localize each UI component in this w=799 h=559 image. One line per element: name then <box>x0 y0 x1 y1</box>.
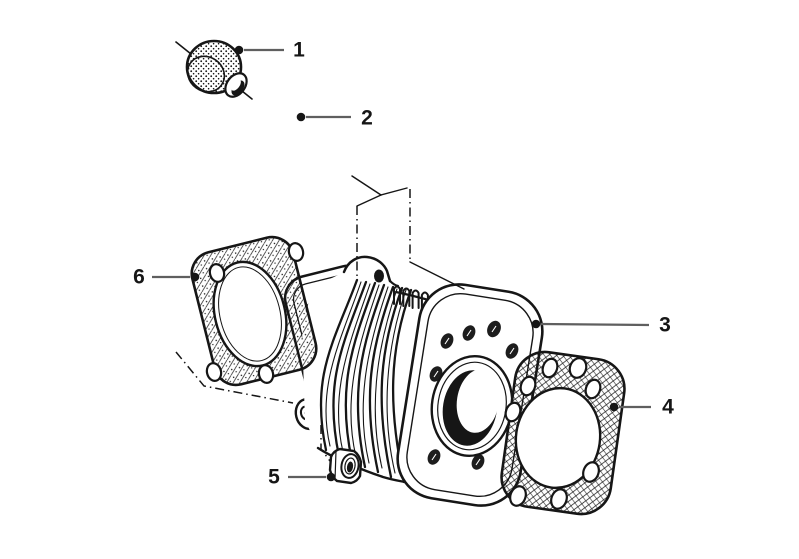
part-label-1[interactable]: 1 <box>293 39 305 62</box>
plane-edge-bottom <box>409 261 465 290</box>
part-label-4[interactable]: 4 <box>662 396 674 419</box>
part-1-cap <box>175 39 253 100</box>
base-gasket-hole <box>287 242 305 262</box>
callout-2[interactable]: 2 <box>296 107 373 130</box>
stud-alignment-line <box>320 425 331 462</box>
head-gasket-hole <box>519 375 537 397</box>
callout-6[interactable]: 6 <box>133 266 200 289</box>
head-stud-holes <box>427 320 519 470</box>
part-label-2[interactable]: 2 <box>361 107 373 130</box>
cylinder-head-face <box>396 283 544 507</box>
top-ear-outline <box>342 255 392 283</box>
axis-line-to-plane <box>351 175 382 196</box>
head-gasket-hole <box>582 461 600 483</box>
head-gasket-hole <box>568 357 588 379</box>
part-6-base-gasket <box>190 235 318 387</box>
base-gasket-hole <box>257 364 275 384</box>
base-gasket-hole <box>208 263 226 283</box>
head-gasket-hole <box>541 357 559 379</box>
part-5-hex-nut <box>328 447 363 485</box>
nut-chamfer-ring <box>344 457 356 475</box>
part-label-6[interactable]: 6 <box>133 266 145 289</box>
callout-5[interactable]: 5 <box>268 466 336 489</box>
plane-edge-left <box>356 194 382 207</box>
axis-line-segment <box>175 41 192 55</box>
alignment-lines <box>175 175 465 462</box>
cap-neck-highlight <box>231 79 241 91</box>
part-4-head-gasket <box>500 350 626 516</box>
leader-dot-1 <box>234 45 244 55</box>
callout-4[interactable]: 4 <box>609 396 674 419</box>
cap-flange-ring <box>186 55 226 93</box>
axis-line-segment <box>241 90 253 100</box>
leader-dot-6 <box>190 272 200 282</box>
leader-dot-5 <box>326 472 336 482</box>
callout-1[interactable]: 1 <box>234 39 305 62</box>
head-gasket-hole <box>550 488 568 510</box>
base-gasket-hole <box>205 362 223 382</box>
nut-thread-hole <box>346 461 354 473</box>
head-gasket-hole <box>584 378 602 400</box>
head-gasket-hole <box>504 401 522 423</box>
head-gasket-hole <box>509 485 527 507</box>
cylinder-bore <box>430 355 514 457</box>
plane-edge-right <box>380 187 408 196</box>
gasket-alignment-line <box>175 351 294 404</box>
base-gasket-bore-ring <box>218 266 282 362</box>
leader-dot-2 <box>296 112 306 122</box>
leader-dot-3 <box>531 319 541 329</box>
part-label-3[interactable]: 3 <box>659 314 671 337</box>
callout-3[interactable]: 3 <box>531 314 671 337</box>
cooling-fins <box>319 278 413 484</box>
head-gasket-bore <box>514 386 602 490</box>
callouts: 1 2 3 4 5 6 <box>133 39 674 489</box>
leader-line-3 <box>540 322 650 327</box>
leader-dot-4 <box>609 402 619 412</box>
part-label-5[interactable]: 5 <box>268 466 280 489</box>
part-3-cylinder <box>283 255 544 507</box>
top-ear-hole <box>374 269 384 283</box>
nut-facet-line <box>334 450 337 481</box>
